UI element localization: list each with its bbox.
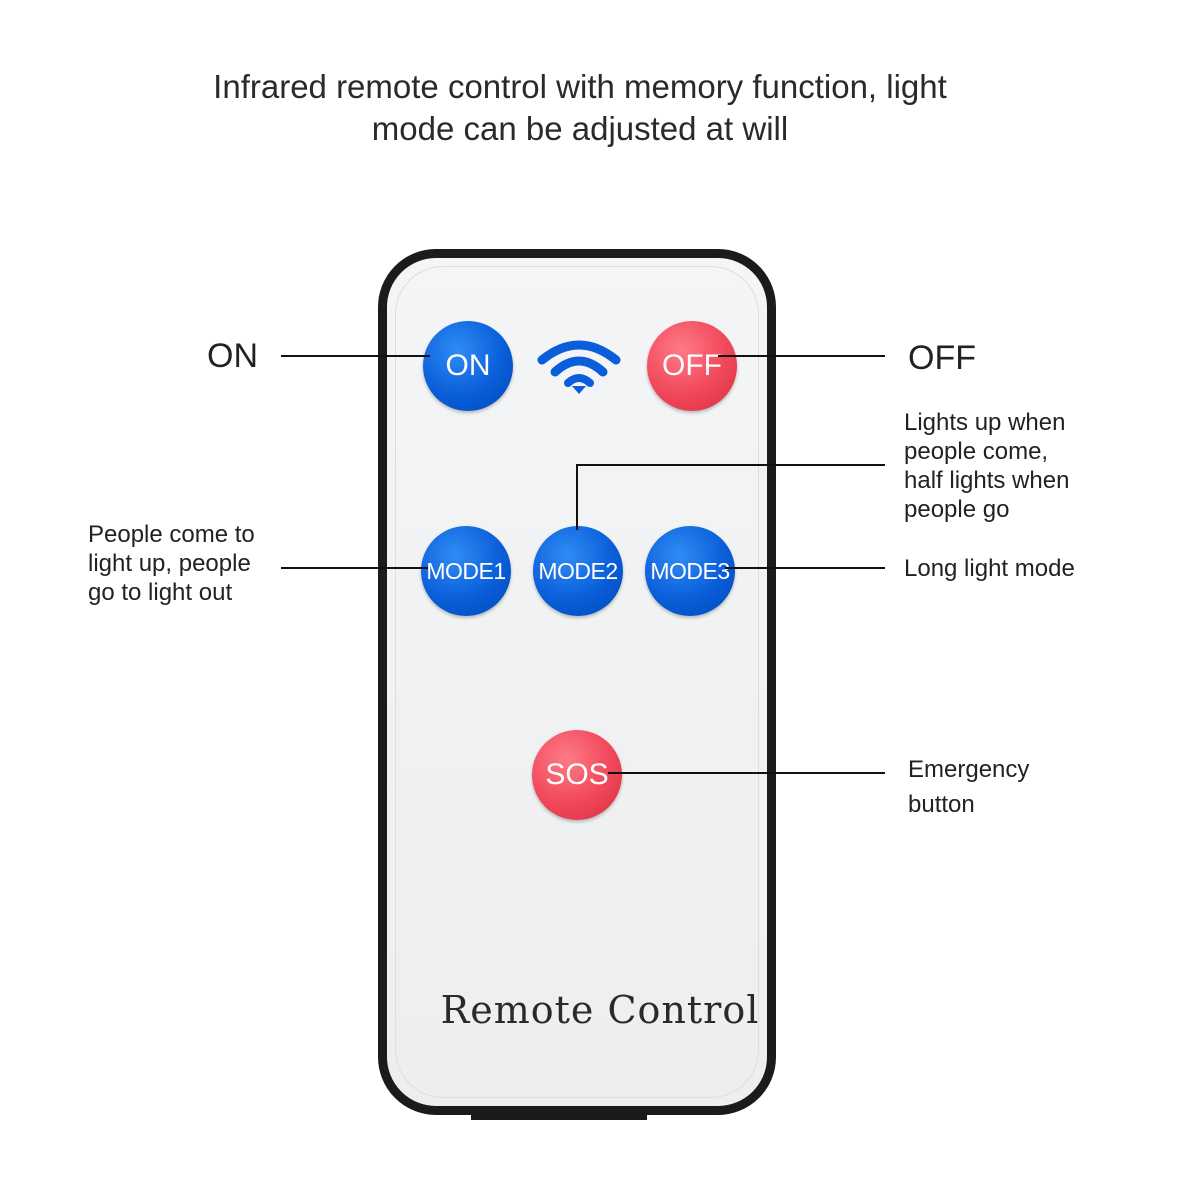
callout-off: OFF — [908, 339, 976, 377]
page-heading: Infrared remote control with memory func… — [150, 66, 1010, 150]
callout-mode3: Long light mode — [904, 555, 1075, 582]
off-button[interactable]: OFF — [647, 321, 737, 411]
battery-slot — [471, 1110, 647, 1120]
on-button[interactable]: ON — [423, 321, 513, 411]
heading-line-2: mode can be adjusted at will — [371, 110, 789, 147]
mode2-button[interactable]: MODE2 — [533, 526, 623, 616]
remote-face — [395, 266, 759, 1098]
callout-on: ON — [207, 337, 258, 375]
remote-brand-label: Remote Control — [440, 988, 760, 1032]
callout-mode1: People come to light up, people go to li… — [88, 521, 255, 606]
wifi-icon — [537, 340, 621, 394]
heading-line-1: Infrared remote control with memory func… — [213, 68, 947, 105]
mode1-button[interactable]: MODE1 — [421, 526, 511, 616]
callout-sos: Emergency button — [908, 756, 1030, 818]
mode3-button[interactable]: MODE3 — [645, 526, 735, 616]
callout-mode2: Lights up when people come, half lights … — [904, 409, 1070, 523]
sos-button[interactable]: SOS — [532, 730, 622, 820]
